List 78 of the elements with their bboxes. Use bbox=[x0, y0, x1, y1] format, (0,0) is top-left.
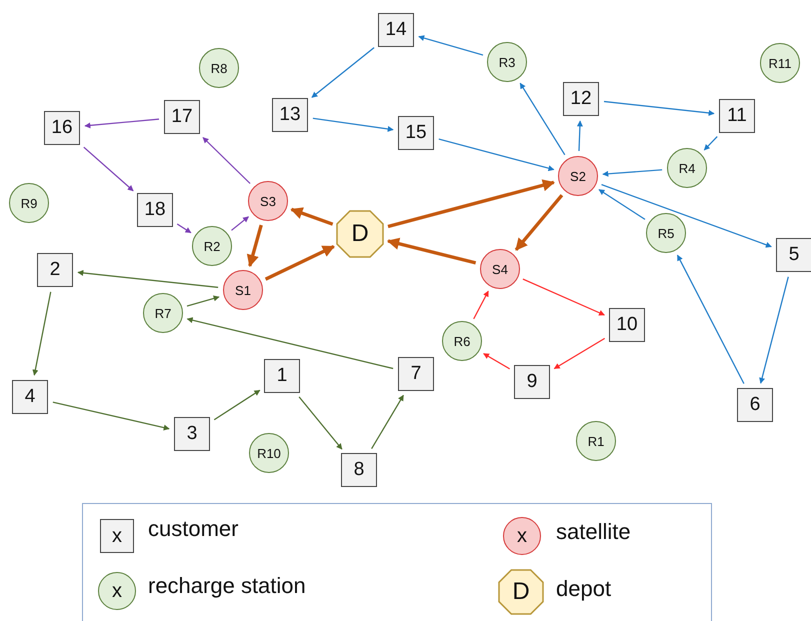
arrow bbox=[32, 292, 52, 376]
depot-octagon: D bbox=[336, 210, 384, 258]
arrow bbox=[514, 194, 564, 251]
arrow bbox=[246, 224, 263, 268]
legend-label: customer bbox=[148, 516, 238, 542]
arrow bbox=[604, 100, 715, 116]
arrow bbox=[388, 179, 555, 228]
arrow bbox=[186, 296, 220, 307]
arrow bbox=[576, 120, 583, 152]
arrow bbox=[176, 224, 192, 234]
arrow bbox=[371, 394, 404, 449]
arrow bbox=[601, 184, 772, 248]
customer-box: 9 bbox=[514, 365, 550, 399]
legend-label: recharge station bbox=[148, 573, 306, 599]
arrow bbox=[676, 254, 744, 384]
arrow bbox=[186, 317, 394, 370]
legend-recharge-station-circle: x bbox=[98, 572, 136, 610]
legend-satellite-circle: x bbox=[503, 517, 541, 555]
arrow bbox=[473, 290, 489, 320]
arrow bbox=[386, 238, 476, 265]
recharge-station-circle: R1 bbox=[576, 421, 616, 461]
customer-box: 3 bbox=[174, 417, 210, 451]
customer-box: 15 bbox=[398, 116, 434, 150]
customer-box: 4 bbox=[12, 380, 48, 414]
satellite-circle: S2 bbox=[558, 156, 598, 196]
arrow bbox=[298, 396, 342, 450]
customer-box: 8 bbox=[341, 453, 377, 487]
arrow bbox=[84, 118, 160, 128]
customer-box: 6 bbox=[737, 388, 773, 422]
recharge-station-circle: R8 bbox=[199, 48, 239, 88]
customer-box: 17 bbox=[164, 100, 200, 134]
arrow bbox=[214, 390, 260, 420]
arrow bbox=[290, 207, 334, 226]
arrow bbox=[52, 402, 170, 431]
recharge-station-circle: R4 bbox=[667, 148, 707, 188]
satellite-circle: S3 bbox=[248, 181, 288, 221]
recharge-station-circle: R5 bbox=[646, 213, 686, 253]
customer-box: 11 bbox=[719, 99, 755, 133]
arrow bbox=[759, 276, 789, 384]
arrow bbox=[483, 353, 510, 370]
recharge-station-circle: R11 bbox=[760, 43, 800, 83]
arrow bbox=[311, 47, 374, 98]
recharge-station-circle: R7 bbox=[143, 293, 183, 333]
customer-box: 5 bbox=[776, 238, 811, 272]
customer-box: 7 bbox=[398, 357, 434, 391]
customer-box: 2 bbox=[37, 253, 73, 287]
arrow bbox=[83, 146, 134, 192]
arrow bbox=[602, 169, 662, 177]
customer-box: 18 bbox=[137, 193, 173, 227]
recharge-station-circle: R2 bbox=[192, 226, 232, 266]
customer-box: 10 bbox=[609, 308, 645, 342]
legend-label: satellite bbox=[556, 519, 631, 545]
arrow bbox=[312, 118, 394, 132]
customer-box: 16 bbox=[44, 111, 80, 145]
recharge-station-circle: R10 bbox=[249, 433, 289, 473]
arrow bbox=[438, 138, 554, 172]
recharge-station-circle: R3 bbox=[487, 42, 527, 82]
customer-box: 12 bbox=[563, 82, 599, 116]
legend-label: depot bbox=[556, 576, 612, 602]
satellite-circle: S4 bbox=[480, 249, 520, 289]
arrow bbox=[598, 189, 646, 220]
satellite-circle: S1 bbox=[223, 270, 263, 310]
legend-depot-octagon: D bbox=[498, 569, 544, 615]
customer-box: 13 bbox=[272, 98, 308, 132]
arrow bbox=[231, 216, 249, 231]
arrow bbox=[522, 278, 605, 316]
recharge-station-circle: R6 bbox=[442, 321, 482, 361]
arrow bbox=[202, 137, 251, 184]
arrow bbox=[554, 338, 605, 370]
arrow bbox=[264, 244, 335, 281]
arrow bbox=[77, 270, 218, 288]
arrow bbox=[520, 82, 566, 156]
customer-box: 14 bbox=[378, 13, 414, 47]
legend-customer-box: x bbox=[100, 519, 134, 553]
arrow bbox=[418, 35, 484, 56]
arrow bbox=[704, 136, 718, 150]
recharge-station-circle: R9 bbox=[9, 183, 49, 223]
customer-box: 1 bbox=[264, 359, 300, 393]
